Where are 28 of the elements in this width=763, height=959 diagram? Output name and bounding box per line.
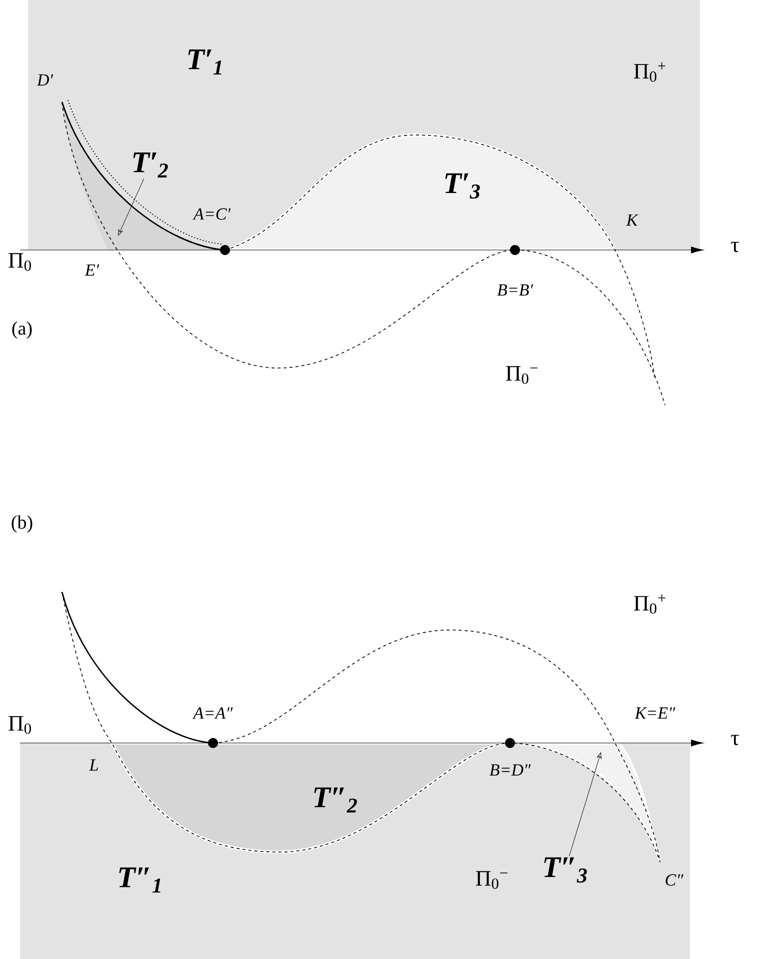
point-label: K=E″	[634, 707, 676, 719]
axis-label: τ	[731, 242, 739, 252]
panel-label: (b)	[12, 515, 32, 533]
axis-label: τ	[731, 734, 739, 746]
point-label: C″	[666, 874, 684, 886]
axis-label: Π$_{0}$+	[634, 62, 666, 82]
point-label: A=C′	[192, 208, 231, 220]
axis-label: Π$_{0}$−	[506, 366, 538, 384]
point-label: A=A″	[192, 707, 233, 719]
axis-label: Π$_{0}$	[8, 716, 31, 734]
panel-label: (a)	[12, 321, 32, 339]
point-label: L	[89, 759, 98, 771]
axis-label: Π$_{0}$+	[634, 594, 666, 614]
axis-label: Π$_{0}$−	[476, 871, 508, 889]
region-label: T′$_{2}$	[133, 152, 168, 178]
leader-line	[118, 178, 144, 236]
region-label: T″$_{1}$	[119, 868, 160, 892]
point-label: B=D″	[490, 764, 531, 776]
point-label: D′	[36, 74, 54, 86]
point-label: E′	[84, 264, 100, 276]
axis-label: Π$_{0}$	[8, 253, 31, 271]
region-label: T″$_{3}$	[544, 857, 587, 883]
region-label: T′$_{1}$	[188, 50, 222, 74]
leader-line	[568, 752, 602, 856]
point-label: B=B′	[497, 284, 534, 296]
region-label: T′$_{3}$	[445, 173, 480, 199]
point-label: K	[626, 214, 638, 226]
region-label: T″$_{2}$	[314, 788, 357, 812]
